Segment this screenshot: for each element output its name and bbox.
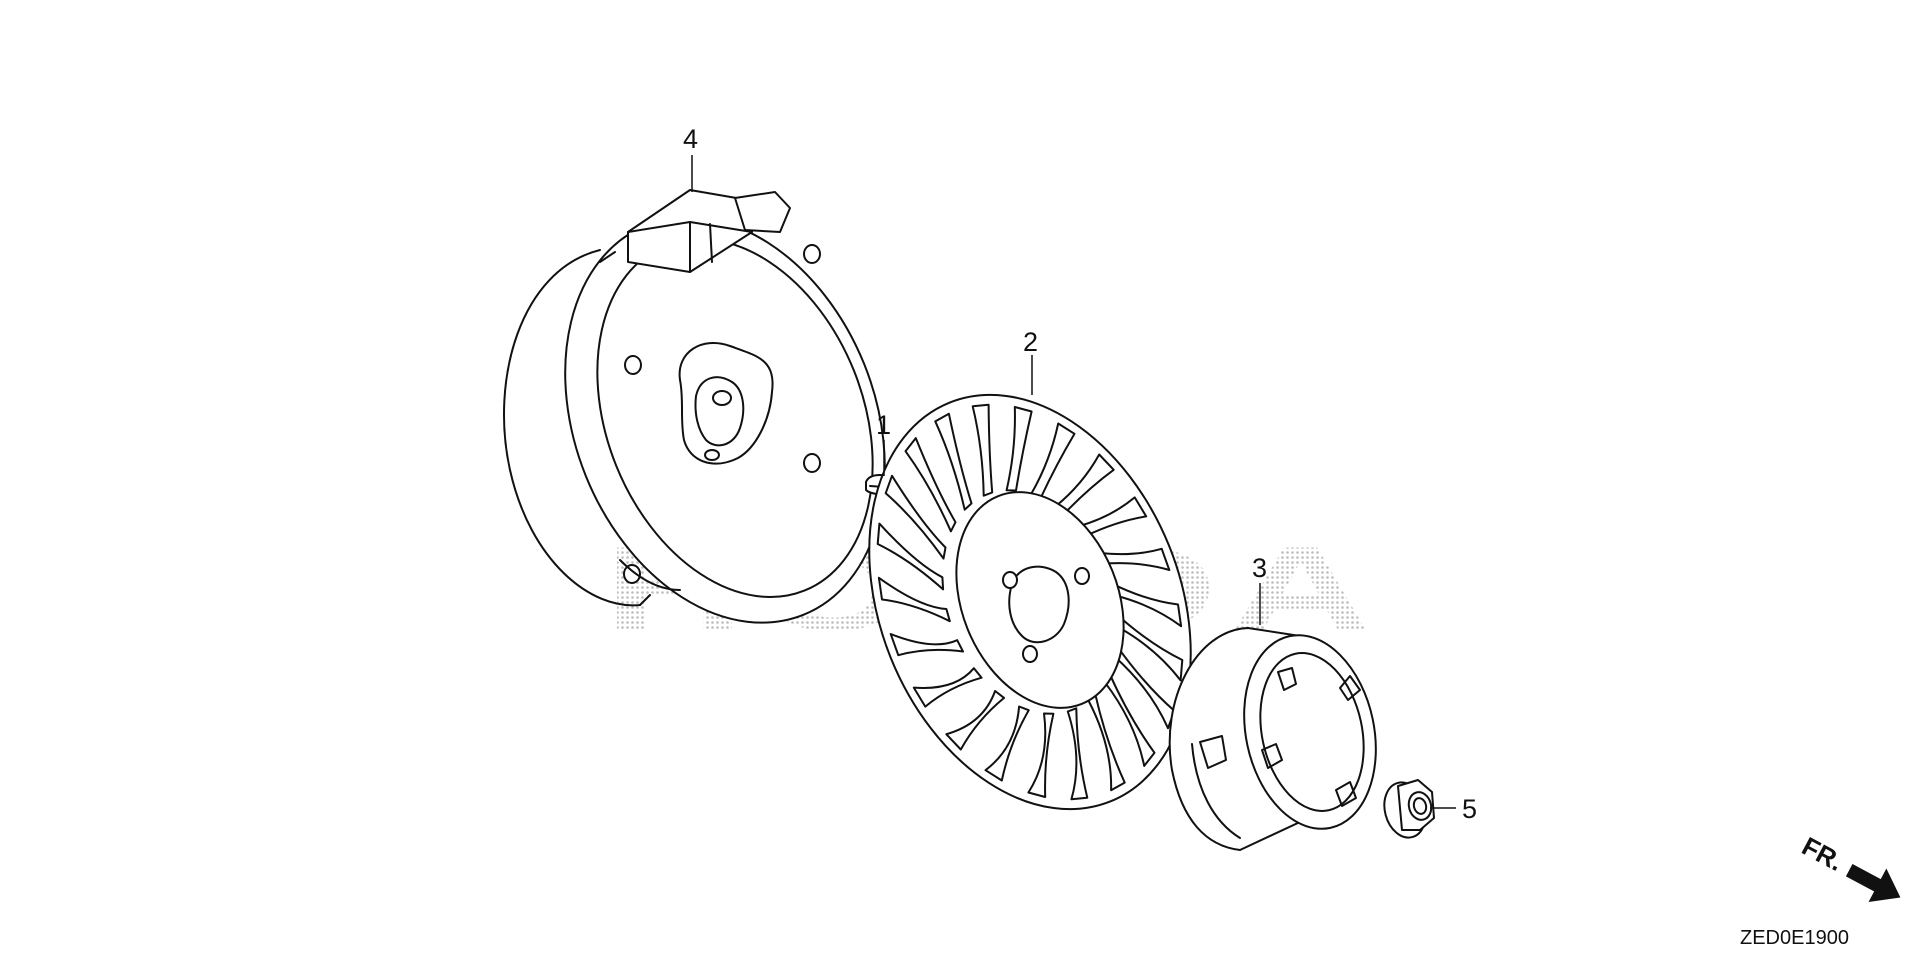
callout-3[interactable]: 3 bbox=[1252, 553, 1267, 583]
callout-1[interactable]: 1 bbox=[876, 410, 891, 440]
front-direction-indicator: FR. bbox=[1797, 831, 1901, 903]
arrow-right-icon bbox=[1845, 864, 1901, 903]
callout-5[interactable]: 5 bbox=[1462, 794, 1477, 824]
fan-blade bbox=[1054, 453, 1115, 514]
flange-nut-icon[interactable] bbox=[1378, 778, 1435, 842]
flywheel-icon[interactable] bbox=[503, 169, 943, 671]
fan-blade bbox=[889, 633, 964, 657]
fan-blade bbox=[1115, 613, 1184, 682]
fan-blade bbox=[934, 412, 973, 511]
fan-blade bbox=[1066, 707, 1089, 801]
fan-blade bbox=[904, 437, 957, 533]
fan-blade bbox=[877, 576, 951, 623]
fan-blade bbox=[1113, 644, 1176, 730]
fan-blade bbox=[1109, 581, 1183, 628]
part-code: ZED0E1900 bbox=[1740, 927, 1849, 949]
fan-blade bbox=[912, 667, 983, 708]
fan-blade bbox=[971, 403, 994, 497]
fan-blade bbox=[984, 705, 1030, 782]
fan-blade bbox=[1077, 496, 1148, 537]
fan-blade bbox=[876, 522, 945, 591]
fan-blade bbox=[1030, 422, 1076, 499]
callout-2[interactable]: 2 bbox=[1023, 327, 1038, 357]
fan-blade bbox=[1096, 547, 1171, 571]
fan-blade bbox=[1005, 406, 1033, 492]
fan-blade bbox=[1103, 671, 1156, 767]
fan-blades bbox=[876, 403, 1184, 801]
fan-blade bbox=[1027, 712, 1055, 798]
starter-pulley-icon[interactable] bbox=[1168, 623, 1393, 851]
callout-4[interactable]: 4 bbox=[683, 124, 698, 154]
front-direction-label: FR. bbox=[1797, 831, 1848, 877]
fan-blade bbox=[945, 690, 1006, 751]
fan-blade bbox=[884, 474, 947, 560]
fan-blade bbox=[1087, 693, 1126, 792]
cooling-fan-icon[interactable] bbox=[810, 346, 1249, 857]
